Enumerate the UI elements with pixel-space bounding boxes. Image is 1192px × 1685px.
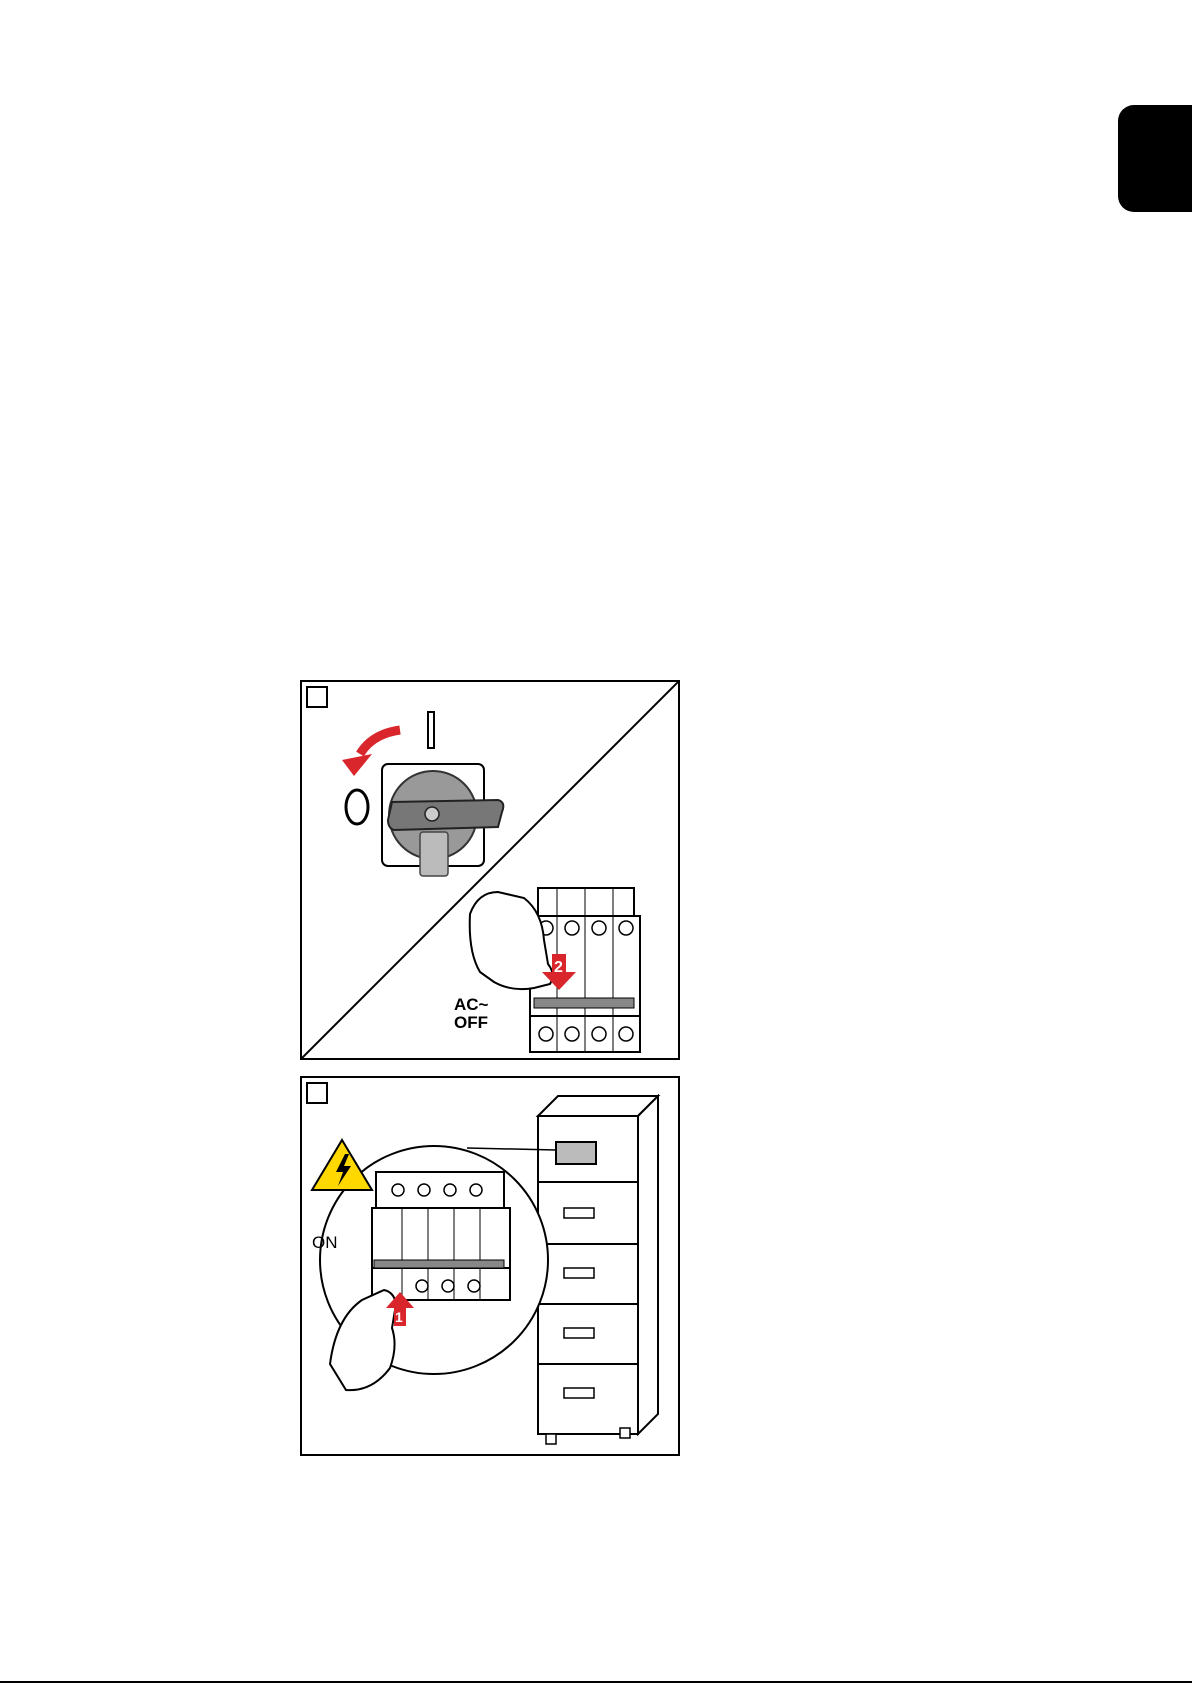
off-position-mark [346,790,368,824]
illustration-switch-off: 2 AC~ OFF [302,682,678,1058]
breaker-label-ac: AC~ [454,995,489,1014]
knob-screw-icon [425,807,439,821]
footer-rule [0,1681,1192,1683]
breaker-on-label: ON [312,1233,338,1252]
battery-tower-illustration [538,1096,658,1444]
rotation-arrow-icon [360,730,400,754]
step-checkbox-1 [306,686,328,708]
figure-turn-on-battery-breaker: ON 1 [300,1076,680,1456]
rotary-handle [388,800,503,830]
chapter-thumb-tab [1118,105,1192,212]
breaker-step-number: 1 [395,1309,403,1325]
breaker-step-number: 2 [554,959,563,976]
illustration-battery-on: ON 1 [302,1078,678,1454]
figure-turn-off-switch-and-breaker: 2 AC~ OFF [300,680,680,1060]
on-position-mark [428,712,434,748]
rotary-handle-ghost [420,832,448,876]
step-checkbox-2 [306,1082,328,1104]
zoomed-breaker-illustration [372,1172,510,1300]
rotation-arrow-head [342,754,372,776]
breaker-label-off: OFF [454,1013,488,1032]
